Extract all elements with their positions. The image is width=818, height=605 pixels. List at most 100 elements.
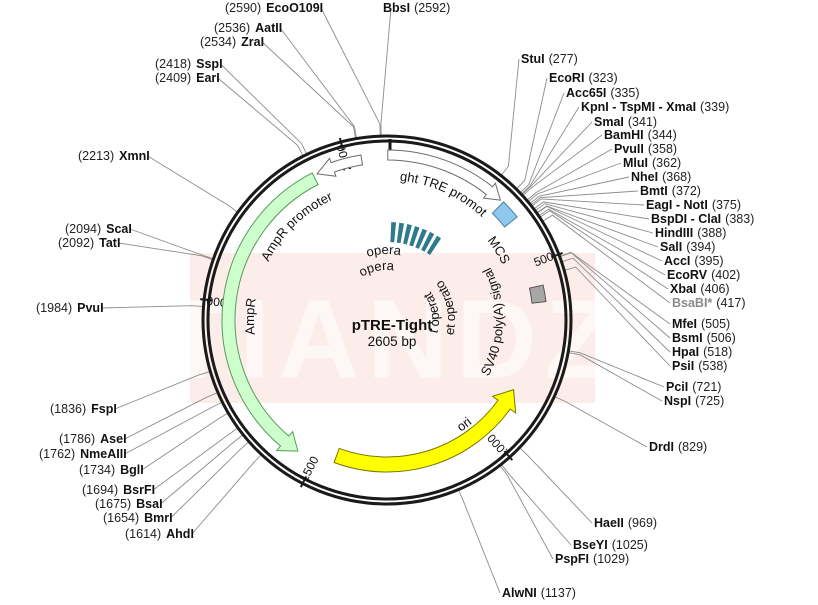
enzyme-pcii[interactable]: PciI(721)	[666, 380, 721, 394]
leader-line	[522, 134, 603, 197]
features	[221, 149, 547, 473]
enzyme-asei[interactable]: (1786)AseI	[59, 432, 127, 446]
leader-line	[559, 252, 671, 339]
enzyme-mfei[interactable]: MfeI(505)	[672, 317, 730, 331]
tre-promoter-arrow	[387, 149, 502, 201]
enzyme-hpai[interactable]: HpaI(518)	[672, 345, 732, 359]
leader-line	[542, 214, 671, 304]
enzyme-acc65i[interactable]: Acc65I(335)	[566, 86, 640, 100]
leader-line	[147, 155, 239, 213]
enzyme-stui[interactable]: StuI(277)	[521, 52, 578, 66]
enzyme-pvuii[interactable]: PvuII(358)	[614, 142, 677, 156]
tick-500: 500	[532, 249, 563, 269]
enzyme-eagi-noti[interactable]: EagI - NotI(375)	[646, 198, 741, 212]
enzyme-aatii[interactable]: (2536)AatII	[214, 21, 282, 35]
leader-line	[519, 92, 565, 194]
plasmid-title: pTRE-Tight 2605 bp	[352, 317, 433, 349]
leader-line	[458, 489, 501, 594]
leader-line	[539, 210, 669, 290]
enzyme-xmni[interactable]: (2213)XmnI	[78, 149, 150, 163]
tet-operator-box	[396, 222, 405, 244]
tet-operator-box	[421, 231, 435, 252]
enzyme-bbsi[interactable]: BbsI(2592)	[383, 1, 450, 15]
leader-line	[129, 228, 214, 260]
enzyme-eari[interactable]: (2409)EarI	[155, 71, 220, 85]
leader-line	[526, 148, 613, 201]
enzyme-bmri[interactable]: (1654)BmrI	[103, 511, 173, 525]
plasmid-size: 2605 bp	[368, 334, 417, 349]
enzyme-xbai[interactable]: XbaI(406)	[670, 282, 730, 296]
enzyme-fspi[interactable]: (1836)FspI	[50, 402, 117, 416]
enzyme-alwni[interactable]: AlwNI(1137)	[502, 586, 576, 600]
enzyme-mlui[interactable]: MluI(362)	[623, 156, 681, 170]
enzyme-bseyi[interactable]: BseYI(1025)	[573, 538, 648, 552]
enzyme-bsai[interactable]: (1675)BsaI	[95, 497, 163, 511]
leader-line	[152, 427, 239, 491]
enzyme-nhei[interactable]: NheI(368)	[631, 170, 691, 184]
leader-line	[191, 454, 262, 535]
enzyme-list-right: StuI(277) EcoRI(323) Acc65I(335) KpnI - …	[502, 52, 754, 600]
enzyme-bsrfi[interactable]: (1694)BsrFI	[82, 483, 155, 497]
tick-label-1500: 1500	[297, 454, 322, 484]
leader-line	[519, 447, 593, 524]
sv40-polya-box	[528, 284, 547, 304]
leader-line	[515, 77, 548, 190]
enzyme-kpni-tspmi-xmai[interactable]: KpnI - TspMI - XmaI(339)	[581, 100, 729, 114]
enzyme-pvui[interactable]: (1984)PvuI	[36, 301, 104, 315]
enzyme-psii[interactable]: PsiI(538)	[672, 359, 727, 373]
leader-line	[261, 41, 357, 139]
leader-line	[521, 121, 593, 196]
enzyme-bsmi[interactable]: BsmI(506)	[672, 331, 736, 345]
tick-label-1000: 1000	[484, 431, 512, 460]
leader-line	[520, 106, 580, 195]
enzyme-list-left: (2590)EcoO109I BbsI(2592) (2536)AatII (2…	[36, 1, 450, 541]
enzyme-haeii[interactable]: HaeII(969)	[594, 516, 657, 530]
enzyme-hindiii[interactable]: HindIII(388)	[655, 226, 726, 240]
enzyme-bspdi-clai[interactable]: BspDI - ClaI(383)	[651, 212, 754, 226]
leader-line	[320, 7, 381, 137]
enzyme-drdi[interactable]: DrdI(829)	[649, 440, 707, 454]
leader-line	[538, 208, 666, 276]
enzyme-zrai[interactable]: (2534)ZraI	[200, 35, 264, 49]
leader-line	[554, 396, 648, 448]
tet-operator-box	[403, 224, 412, 245]
enzyme-sali[interactable]: SalI(394)	[660, 240, 715, 254]
leader-line	[217, 77, 304, 157]
enzyme-acci[interactable]: AccI(395)	[664, 254, 724, 268]
leader-line	[170, 441, 250, 519]
leader-line	[534, 203, 654, 234]
leader-line	[124, 391, 219, 440]
enzyme-bsabi[interactable]: BsaBI*(417)	[672, 296, 745, 310]
leader-line	[530, 190, 639, 206]
tick-label-500: 500	[532, 249, 556, 269]
tet-operator-box	[415, 228, 428, 249]
leader-line	[220, 63, 308, 155]
enzyme-nspi[interactable]: NspI(725)	[664, 394, 724, 408]
leader-line	[114, 371, 211, 410]
leader-line	[141, 412, 229, 471]
ampr-arrow	[221, 172, 319, 452]
leader-lines	[101, 7, 671, 594]
ampr-promoter-arrow	[316, 154, 364, 177]
enzyme-scai[interactable]: (2094)ScaI	[65, 222, 132, 236]
enzyme-ecoo109i[interactable]: (2590)EcoO109I	[225, 1, 323, 15]
tet-operator-box	[409, 226, 420, 247]
backbone-inner-ring	[206, 139, 568, 501]
enzyme-sspi[interactable]: (2418)SspI	[155, 57, 223, 71]
enzyme-smai[interactable]: SmaI(341)	[594, 115, 657, 129]
leader-line	[500, 464, 572, 546]
enzyme-pspfi[interactable]: PspFI(1029)	[555, 552, 629, 566]
ori-arrow	[333, 389, 517, 473]
enzyme-ahdi[interactable]: (1614)AhdI	[125, 527, 194, 541]
enzyme-ecorv[interactable]: EcoRV(402)	[667, 268, 740, 282]
leader-line	[118, 242, 214, 261]
enzyme-bgli[interactable]: (1734)BglI	[79, 463, 144, 477]
enzyme-bmti[interactable]: BmtI(372)	[640, 184, 701, 198]
plasmid-name: pTRE-Tight	[352, 317, 433, 334]
enzyme-bamhi[interactable]: BamHI(344)	[604, 128, 677, 142]
enzyme-nmeaiii[interactable]: (1762)NmeAIII	[39, 447, 127, 461]
leader-line	[531, 198, 645, 207]
enzyme-tati[interactable]: (2092)TatI	[58, 236, 120, 250]
enzyme-ecori[interactable]: EcoRI(323)	[549, 71, 618, 85]
leader-line	[160, 434, 244, 505]
